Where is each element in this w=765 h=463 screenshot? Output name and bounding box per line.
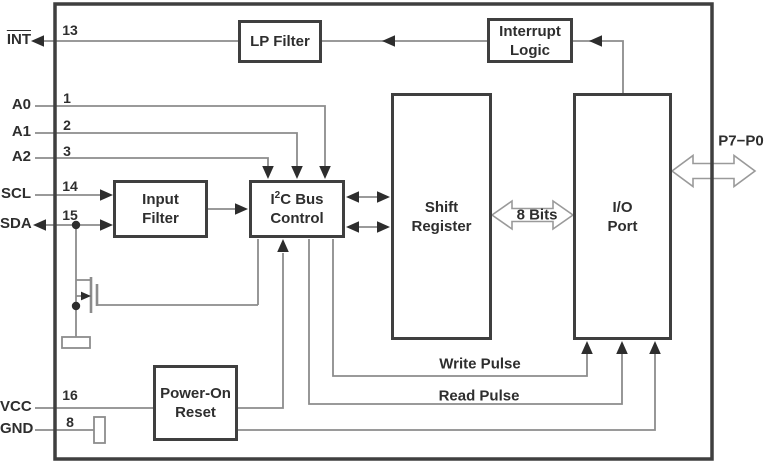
junction-dot [71,301,81,311]
pin-number-8: 8 [66,414,74,430]
pin-number-15: 15 [62,207,78,223]
interrupt-logic-block: Interrupt Logic [487,18,573,63]
pin-label-a2: A2 [11,148,31,165]
arrow-up-icon [616,341,628,354]
pin-number-13: 13 [62,22,78,38]
i2c-bus-control-block: I2C Bus Control [249,180,345,238]
arrow-left-icon [31,35,44,47]
block-label: Register [411,217,472,235]
pin-label-a0: A0 [11,96,31,113]
chip-border [53,2,714,461]
input-filter-block: Input Filter [113,180,208,238]
arrow-left-icon [346,191,359,203]
shift-register-block: Shift Register [391,93,492,340]
signal-label-read-pulse: Read Pulse [438,387,520,405]
lp-filter-block: LP Filter [238,20,322,63]
arrow-up-icon [277,239,289,252]
arrow-left-icon [382,35,395,47]
pin-number-3: 3 [63,143,71,159]
pin-number-16: 16 [62,387,78,403]
block-label: Reset [175,404,216,421]
block-label: Logic [510,41,550,59]
signal-label-write-pulse: Write Pulse [439,355,521,373]
block-label: Power-On [160,385,231,402]
pin-label-int: INT [6,31,31,48]
pin-label-p7-p0: P7−P0 [718,132,764,150]
arrow-right-icon [100,189,113,201]
pin-label-vcc: VCC [0,398,32,415]
arrow-right-icon [81,291,91,301]
arrow-down-icon [291,166,303,179]
mosfet-icon [89,277,99,313]
pin-number-14: 14 [62,178,78,194]
arrow-up-icon [649,341,661,354]
arrow-right-icon [377,191,390,203]
arrow-left-icon [33,219,46,231]
arrow-left-icon [346,221,359,233]
arrow-up-icon [581,341,593,354]
pin-label-scl: SCL [1,185,31,202]
arrow-left-icon [589,35,602,47]
pin-label-sda: SDA [0,215,32,232]
arrow-right-icon [100,219,113,231]
io-port-block: I/O Port [573,93,672,340]
block-label: Shift [424,198,459,216]
pin-label-gnd: GND [0,420,34,437]
gnd-resistor-icon [93,416,106,444]
block-label: Port [607,217,638,235]
pin-label-a1: A1 [11,123,31,140]
block-label: Interrupt [499,22,561,40]
junction-dot [71,220,81,230]
arrow-right-icon [235,203,248,215]
arrowheads [31,35,661,354]
block-label: Control [270,210,324,227]
sda-resistor-icon [61,336,91,349]
block-label: I/O [612,198,633,216]
bus-label-8bits: 8 Bits [516,206,558,224]
arrow-right-icon [377,221,390,233]
power-on-reset-block: Power-On Reset [153,365,238,441]
block-label: Filter [142,210,179,227]
arrow-down-icon [262,166,274,179]
arrow-down-icon [319,166,331,179]
block-label: LP Filter [250,33,310,50]
pin-number-1: 1 [63,90,71,106]
block-label: Input [142,191,179,208]
pin-number-2: 2 [63,117,71,133]
block-label: I2C Bus [270,190,324,209]
